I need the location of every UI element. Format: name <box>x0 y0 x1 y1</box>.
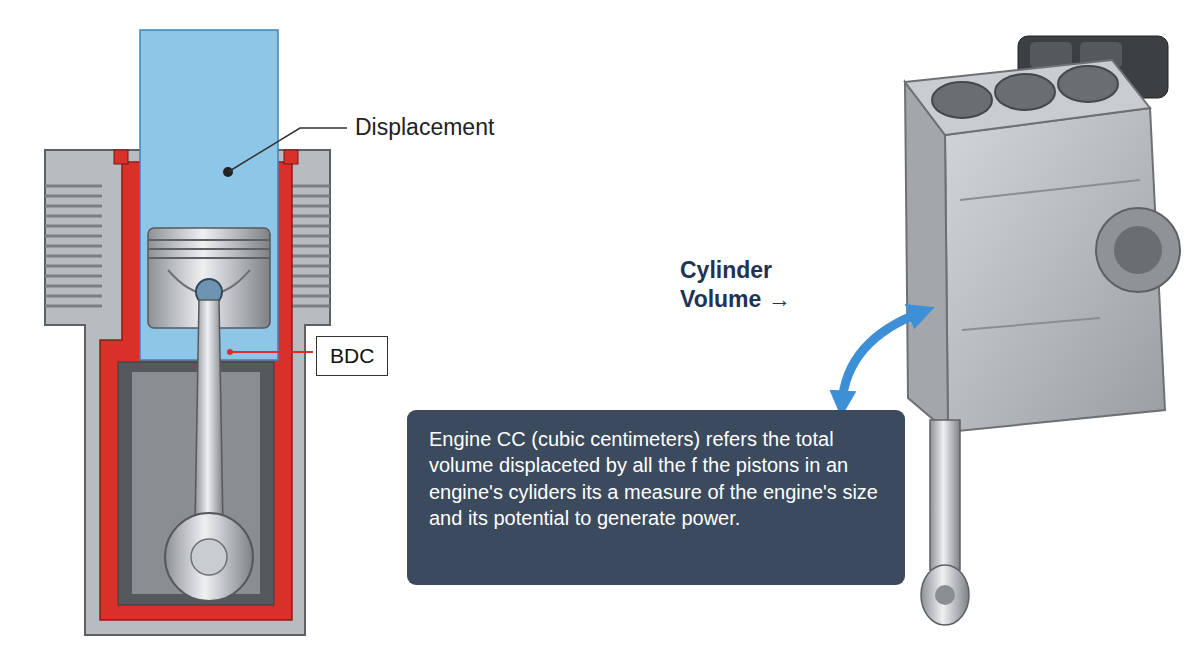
blue-double-arrow <box>842 312 922 404</box>
cylinder-lining <box>100 162 292 620</box>
engine-block <box>905 36 1180 625</box>
box-text: Engine CC (cubic centimeters) refers the… <box>429 426 885 532</box>
connecting-rod <box>165 300 253 601</box>
gasket-mark <box>284 150 298 164</box>
crank-shaft <box>930 420 960 570</box>
part-label: Cylinder Volume → <box>680 256 812 314</box>
leader-line <box>228 128 347 172</box>
info-box: Engine CC (cubic centimeters) refers the… <box>407 410 905 585</box>
gasket-mark <box>114 150 128 164</box>
part-label: Displacement <box>353 114 496 141</box>
cylinder-bore <box>1058 66 1118 102</box>
cylinder-bore <box>995 74 1055 110</box>
leader-line <box>230 351 313 353</box>
spacer <box>818 296 838 297</box>
box-text: BDC <box>330 344 374 368</box>
cylinder-bore <box>932 82 992 118</box>
block-side <box>905 82 948 432</box>
block-front <box>945 108 1165 432</box>
block-deck <box>905 60 1150 135</box>
bearing-housing <box>1096 208 1180 292</box>
bdc-box: BDC <box>316 336 388 376</box>
